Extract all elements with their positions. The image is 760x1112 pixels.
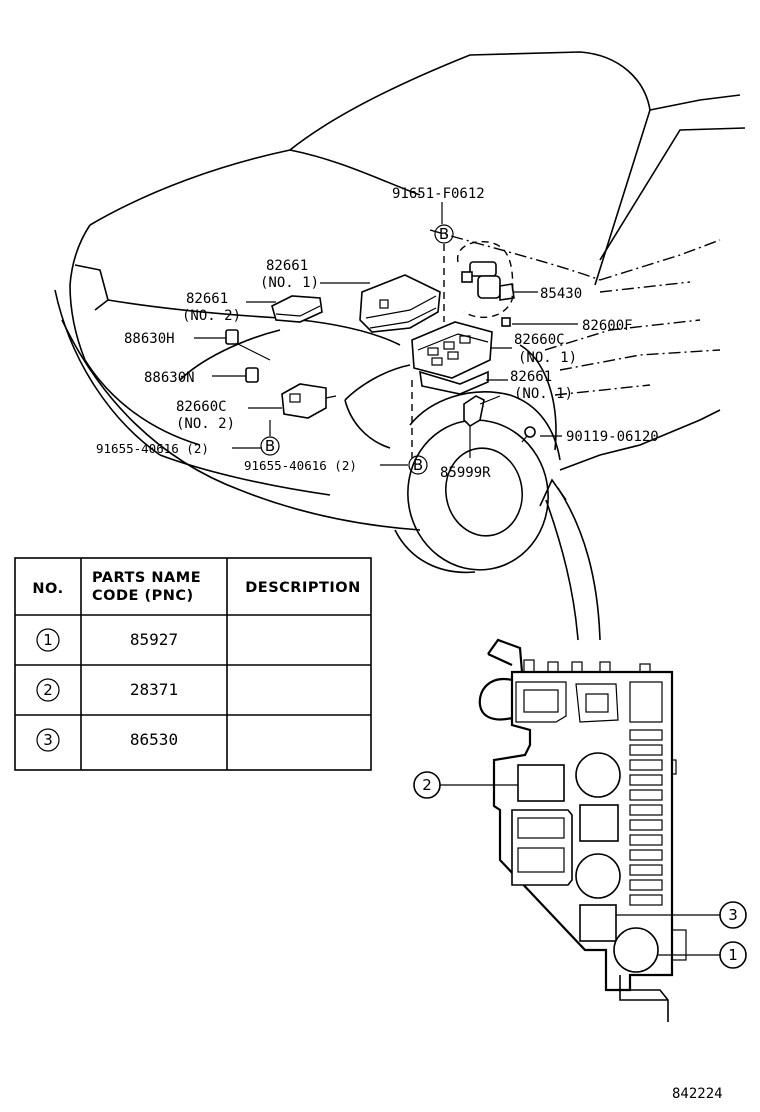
label-82661-no2-code: 82661 (186, 291, 228, 307)
table-row-3-pnc: 86530 (130, 730, 178, 749)
part-relay-block-cover (359, 274, 441, 333)
label-82660c-no2-code: 82660C (176, 399, 227, 415)
svg-text:3: 3 (728, 906, 738, 924)
label-82661-no2-suffix: (NO. 2) (182, 308, 241, 324)
label-82600f: 82600F (582, 318, 633, 334)
part-screw-90119 (521, 426, 536, 443)
label-91655-left: 91655-40616 (2) (96, 441, 209, 456)
callout-3: 3 (719, 901, 747, 929)
label-85999r: 85999R (440, 465, 491, 481)
leader-lines (194, 202, 578, 466)
label-91651: 91651-F0612 (392, 186, 485, 202)
label-82660c-no2-suffix: (NO. 2) (176, 416, 235, 432)
part-relay-88630h (225, 329, 239, 345)
callout-2: 2 (413, 771, 441, 799)
b-marker-left: B (265, 437, 275, 455)
label-82661-no1b-code: 82661 (510, 369, 552, 385)
label-85430: 85430 (540, 286, 582, 302)
b-marker-top: B (439, 225, 449, 243)
table-row-2-no: 2 (43, 681, 53, 699)
label-82660c-no1-suffix: (NO. 1) (518, 350, 577, 366)
table-header-pnc-2: CODE (PNC) (92, 588, 194, 604)
part-relay-block-main (411, 317, 511, 395)
label-82661-no1-suffix: (NO. 1) (260, 275, 319, 291)
b-marker-mid: B (413, 456, 423, 474)
part-small-cover-no2 (271, 295, 323, 323)
label-82661-no1-code: 82661 (266, 258, 308, 274)
label-88630h: 88630H (124, 331, 175, 347)
callout-1: 1 (719, 941, 747, 969)
table-header-pnc-1: PARTS NAME (92, 570, 201, 586)
car-body-outline (54, 51, 746, 574)
callout-leaders (440, 784, 720, 956)
label-82661-no1b-suffix: (NO. 1) (514, 386, 573, 402)
part-labels: 91651-F0612 82661 (NO. 1) 82661 (NO. 2) … (96, 186, 659, 481)
fuse-box-detail (478, 638, 687, 1022)
label-91655-mid: 91655-40616 (2) (244, 458, 357, 473)
table-row-1-pnc: 85927 (130, 630, 178, 649)
table-row-2-pnc: 28371 (130, 680, 178, 699)
part-relay-block-no2 (281, 383, 337, 419)
label-88630n: 88630N (144, 370, 195, 386)
table-row-3-no: 3 (43, 731, 53, 749)
label-82660c-no1-code: 82660C (514, 332, 565, 348)
table-row-1-no: 1 (43, 631, 53, 649)
svg-text:2: 2 (422, 776, 432, 794)
figure-id: 842224 (672, 1086, 723, 1102)
part-valve-85430 (456, 241, 515, 319)
arrow-to-car (539, 478, 601, 641)
svg-text:1: 1 (728, 946, 738, 964)
part-fuse-85999r (463, 395, 485, 438)
b-markers: B B B (260, 224, 454, 475)
label-90119: 90119-06120 (566, 429, 659, 445)
table-header-no: NO. (32, 581, 63, 597)
part-relay-88630n (245, 367, 259, 383)
table-header-desc: DESCRIPTION (245, 580, 360, 596)
parts-table: NO. PARTS NAME CODE (PNC) DESCRIPTION 1 … (14, 557, 372, 771)
